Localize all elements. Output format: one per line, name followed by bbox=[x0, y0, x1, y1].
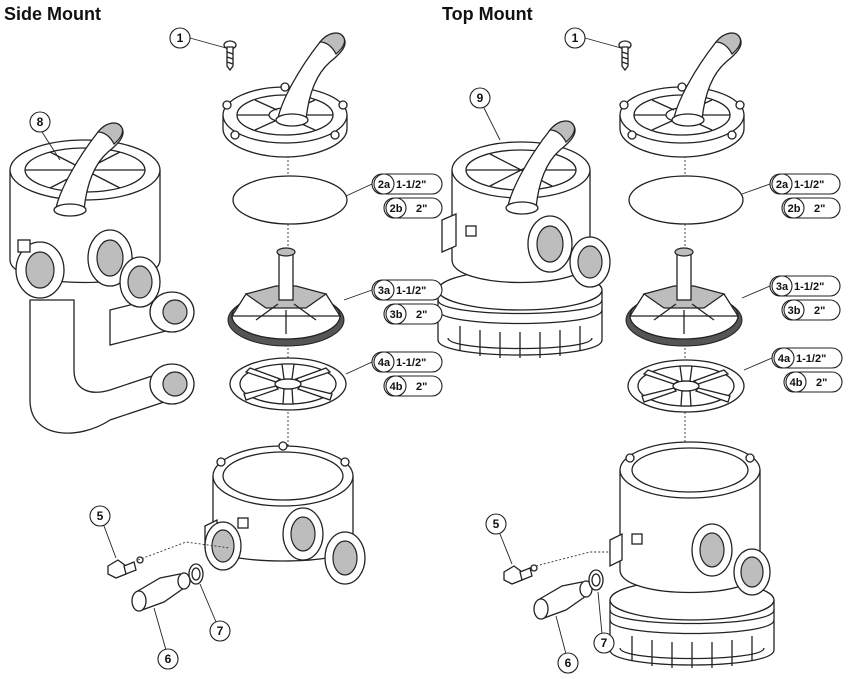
label-part-1: 1 bbox=[177, 31, 184, 45]
label-part-3a-top: 3a bbox=[776, 281, 789, 293]
side-mount-title: Side Mount bbox=[4, 4, 101, 24]
label-part-6-top: 6 bbox=[565, 656, 572, 670]
screw-part-1-top bbox=[618, 40, 632, 72]
label-part-1-top: 1 bbox=[572, 31, 579, 45]
drain-plug-part-5-top bbox=[503, 564, 538, 585]
label-part-2a: 2a bbox=[378, 179, 391, 191]
size-3a: 1-1/2" bbox=[396, 285, 426, 297]
size-4a-top: 1-1/2" bbox=[796, 353, 826, 365]
label-part-5: 5 bbox=[97, 509, 104, 523]
size-3a-top: 1-1/2" bbox=[794, 281, 824, 293]
callouts-left: 1 8 2a 1-1/2" 2b 2" 3a 1-1/2" 3b 2" 4a 1… bbox=[29, 27, 443, 670]
label-part-4a: 4a bbox=[378, 357, 391, 369]
drain-plug-part-5 bbox=[107, 556, 144, 579]
size-3b-top: 2" bbox=[814, 305, 825, 317]
assembled-top-mount-valve bbox=[437, 120, 611, 359]
o-ring-part-7 bbox=[188, 563, 204, 585]
size-2b-top: 2" bbox=[814, 203, 825, 215]
size-3b: 2" bbox=[416, 309, 427, 321]
adapter-part-6 bbox=[131, 572, 191, 612]
top-mount-title: Top Mount bbox=[442, 4, 533, 24]
label-part-2a-top: 2a bbox=[776, 179, 789, 191]
size-2b: 2" bbox=[416, 203, 427, 215]
size-2a: 1-1/2" bbox=[396, 179, 426, 191]
label-part-5-top: 5 bbox=[493, 517, 500, 531]
screw-part-1 bbox=[223, 40, 237, 72]
label-part-4b-top: 4b bbox=[790, 377, 803, 389]
label-part-7: 7 bbox=[217, 624, 224, 638]
adapter-part-6-top bbox=[533, 580, 593, 620]
size-4b-top: 2" bbox=[816, 377, 827, 389]
label-part-2b: 2b bbox=[390, 203, 403, 215]
side-mount-assembly bbox=[9, 32, 366, 612]
size-4a: 1-1/2" bbox=[396, 357, 426, 369]
label-part-2b-top: 2b bbox=[788, 203, 801, 215]
label-part-4a-top: 4a bbox=[778, 353, 791, 365]
top-mount-body bbox=[609, 441, 775, 669]
assembled-side-mount-valve bbox=[9, 122, 195, 434]
label-part-3a: 3a bbox=[378, 285, 391, 297]
size-2a-top: 1-1/2" bbox=[794, 179, 824, 191]
label-part-3b-top: 3b bbox=[788, 305, 801, 317]
callouts-right: 1 9 2a 1-1/2" 2b 2" 3a 1-1/2" 3b 2" 4a 1… bbox=[469, 27, 843, 674]
label-part-4b: 4b bbox=[390, 381, 403, 393]
label-part-3b: 3b bbox=[390, 309, 403, 321]
label-part-6: 6 bbox=[165, 652, 172, 666]
label-part-9: 9 bbox=[477, 91, 484, 105]
top-mount-assembly bbox=[437, 32, 775, 669]
label-part-7-top: 7 bbox=[601, 636, 608, 650]
o-ring-part-7-top bbox=[588, 569, 604, 591]
label-part-8: 8 bbox=[37, 115, 44, 129]
size-4b: 2" bbox=[416, 381, 427, 393]
